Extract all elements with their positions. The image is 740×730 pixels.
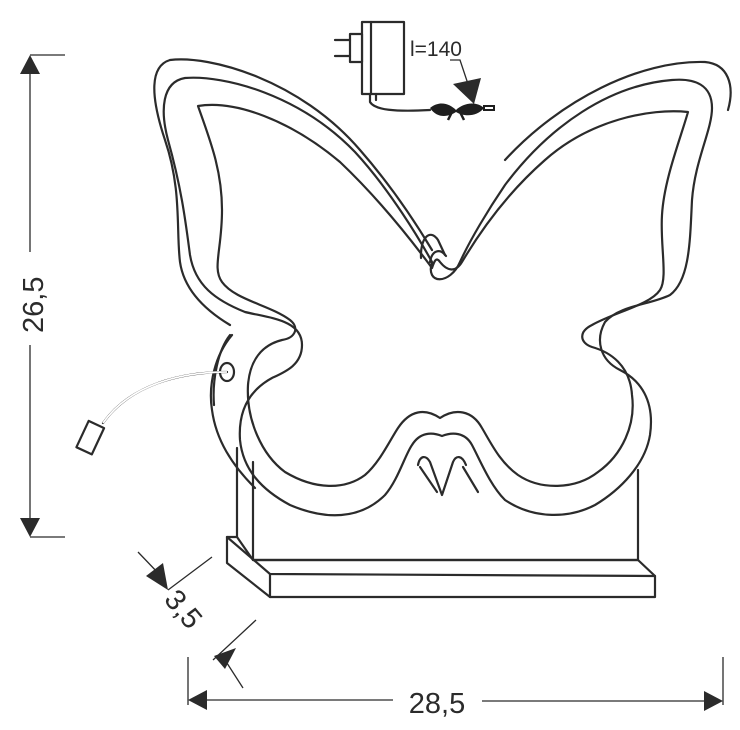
power-adapter [333,20,495,121]
depth-label: 3,5 [158,584,208,635]
cable-length-label: l=140 [410,38,462,61]
lamp-base [225,446,657,599]
adapter-body [360,20,406,96]
cable-length-annotation: l=140 [410,38,481,104]
height-label: 26,5 [18,277,50,333]
width-dimension: 28,5 [187,657,724,720]
width-label: 28,5 [409,688,465,720]
lamp-cable [75,361,236,456]
cable-connector [75,419,106,456]
height-dimension: 26,5 [18,54,65,538]
butterfly-frame [153,58,732,517]
